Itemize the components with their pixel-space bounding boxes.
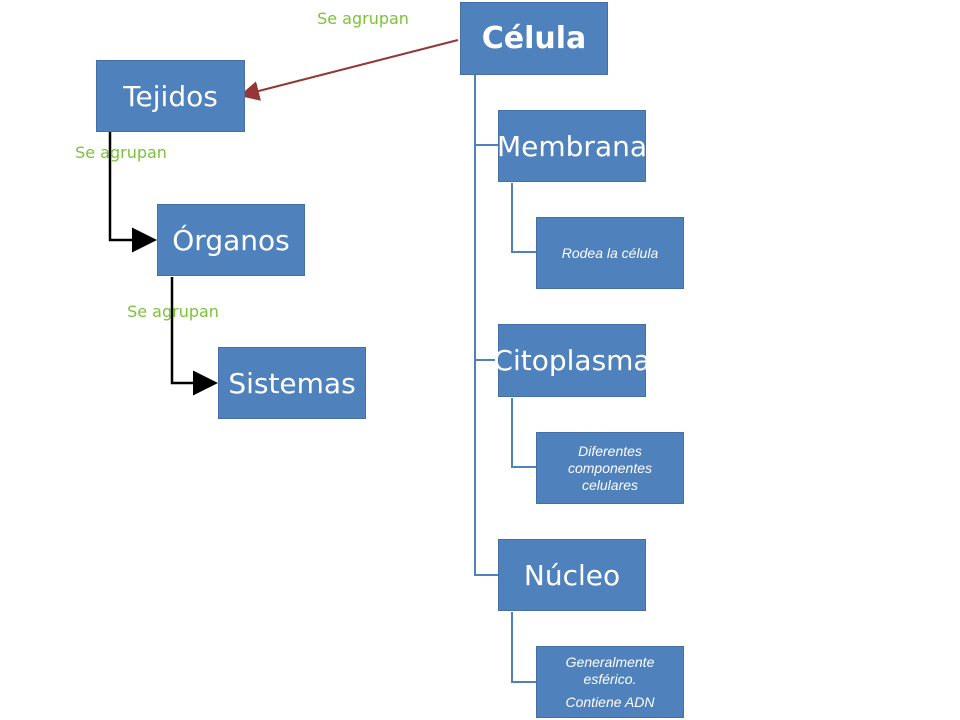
cell-tree-lines — [474, 75, 536, 683]
nucleo-box: Núcleo — [498, 539, 646, 611]
membrana-description-box: Rodea la célula — [536, 217, 684, 289]
citoplasma-box: Citoplasma — [493, 324, 651, 397]
citoplasma-description: Diferentes componentes celulares — [567, 442, 653, 493]
nucleo-label: Núcleo — [523, 558, 621, 592]
systems-box: Sistemas — [218, 347, 366, 419]
systems-label: Sistemas — [228, 366, 356, 400]
tree-line-membrana-to-desc — [511, 183, 536, 253]
nucleo-description: Generalmente esférico. — [565, 653, 655, 687]
arrow-tissues-to-organs — [108, 132, 157, 253]
membrana-label: Membrana — [497, 129, 648, 163]
tissues-label: Tejidos — [123, 79, 218, 113]
citoplasma-description-box: Diferentes componentes celulares — [536, 432, 684, 504]
arrow-cell-to-tissues — [239, 39, 459, 101]
tree-line-nucleo-to-desc — [511, 612, 536, 683]
nucleo-description-2: Contiene ADN — [565, 693, 655, 710]
tree-line-citoplasma-to-desc — [511, 398, 536, 468]
membrana-box: Membrana — [497, 110, 648, 182]
citoplasma-label: Citoplasma — [493, 344, 651, 377]
tissues-box: Tejidos — [96, 60, 245, 132]
label-tissues-to-organs: Se agrupan — [75, 143, 167, 162]
label-cell-to-tissues: Se agrupan — [317, 9, 409, 28]
cell-title: Célula — [481, 21, 587, 56]
organs-label: Órganos — [172, 223, 290, 257]
nucleo-description-box: Generalmente esférico. Contiene ADN — [536, 646, 684, 718]
cell-box: Célula — [460, 2, 608, 75]
tree-line-cell-to-nucleo — [474, 360, 498, 576]
tree-line-cell-to-citoplasma — [474, 145, 498, 361]
tree-line-cell-to-membrana — [474, 75, 498, 146]
organs-box: Órganos — [157, 204, 305, 276]
membrana-description: Rodea la célula — [561, 244, 659, 261]
label-organs-to-systems: Se agrupan — [127, 302, 219, 321]
arrow-organs-to-systems — [170, 277, 218, 396]
